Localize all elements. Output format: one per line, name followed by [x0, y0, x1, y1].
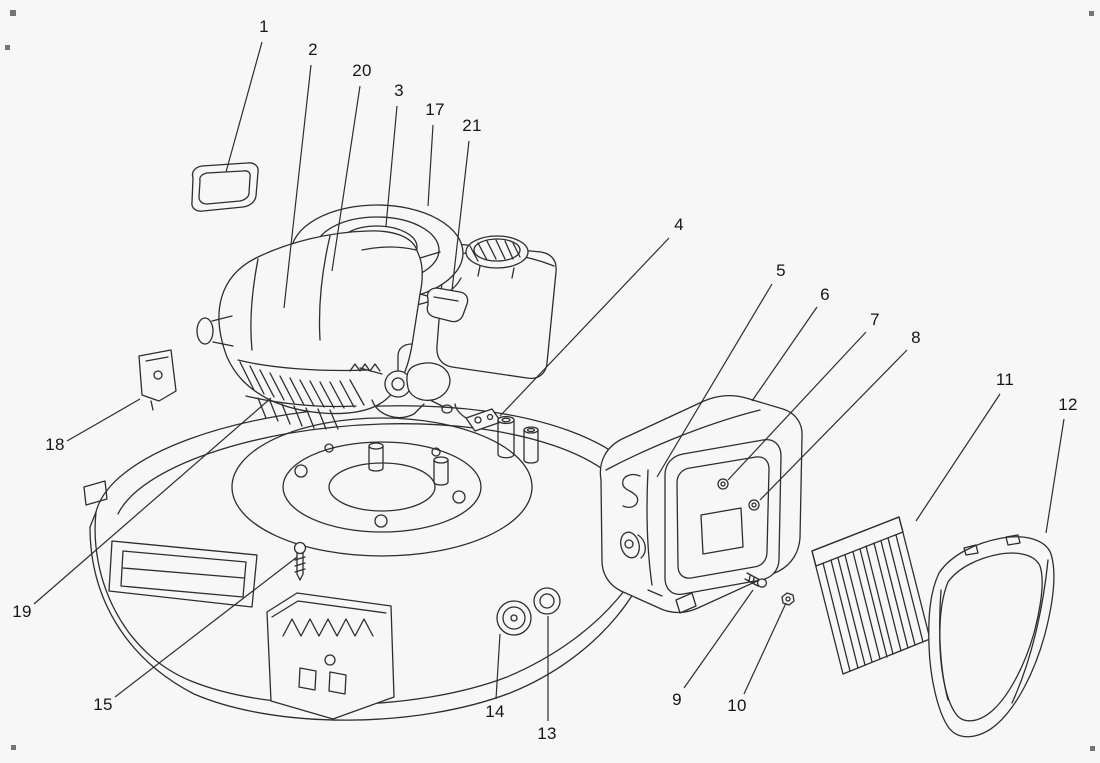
- screw-hole-upper: [717, 478, 729, 490]
- callout-label-21: 21: [462, 116, 482, 135]
- air-cleaner-base: [599, 394, 803, 614]
- mounting-posts: [368, 415, 539, 486]
- deck-screw: [293, 541, 307, 581]
- callout-label-11: 11: [995, 370, 1015, 389]
- scan-marks: [5, 10, 1095, 751]
- oil-fill-plug: [496, 600, 532, 636]
- deck-front-bumper: [266, 592, 395, 720]
- throttle-plate: [426, 287, 469, 323]
- callout-line-21: [451, 140, 470, 291]
- callout-line-3: [385, 105, 398, 227]
- washer-ring: [533, 587, 561, 615]
- cooling-fins: [237, 359, 369, 430]
- callout-line-15: [114, 556, 298, 698]
- callout-label-3: 3: [394, 81, 404, 100]
- carburetor: [349, 343, 453, 419]
- callout-line-8: [759, 349, 908, 501]
- callout-label-19: 19: [12, 602, 32, 621]
- callout-line-11: [915, 393, 1001, 522]
- intake-snout: [196, 315, 234, 347]
- callout-line-18: [66, 398, 141, 442]
- callout-label-1: 1: [259, 17, 269, 36]
- callout-label-10: 10: [727, 696, 747, 715]
- deck-vent-panel: [108, 540, 258, 608]
- callout-label-20: 20: [352, 61, 372, 80]
- air-cleaner-cover: [928, 534, 1055, 738]
- engine-group: [196, 204, 557, 432]
- callout-line-10: [743, 602, 787, 695]
- engine-shroud: [218, 230, 443, 415]
- deck-ring-middle: [282, 441, 482, 533]
- screw-hole-lower: [748, 499, 760, 511]
- callout-label-18: 18: [45, 435, 65, 454]
- callout-label-17: 17: [425, 100, 445, 119]
- callout-line-5: [656, 283, 773, 478]
- callout-label-4: 4: [674, 215, 684, 234]
- hex-nut: [781, 592, 795, 606]
- fuel-cap: [465, 235, 529, 269]
- deck-ring-inner: [328, 462, 436, 512]
- callout-line-17: [427, 124, 434, 207]
- callout-label-14: 14: [485, 702, 505, 721]
- callout-line-7: [727, 331, 867, 481]
- callout-label-5: 5: [776, 261, 786, 280]
- callout-label-9: 9: [672, 690, 682, 709]
- deck-skirt: [89, 521, 657, 721]
- name-plate: [191, 162, 259, 212]
- callout-line-4: [499, 237, 670, 417]
- callout-label-2: 2: [308, 40, 318, 59]
- callout-label-12: 12: [1058, 395, 1078, 414]
- callout-line-14: [495, 633, 501, 700]
- height-adjuster-bracket: [138, 349, 177, 411]
- callout-line-6: [751, 306, 818, 402]
- deck-inner-rim: [117, 423, 635, 515]
- callout-line-2: [283, 64, 312, 309]
- s-mark: [622, 473, 641, 508]
- callout-line-1: [225, 41, 263, 173]
- callout-label-6: 6: [820, 285, 830, 304]
- callout-label-8: 8: [911, 328, 921, 347]
- callout-line-9: [683, 589, 754, 689]
- callout-line-20: [331, 85, 361, 272]
- stud-bolt: [744, 572, 768, 588]
- deck-left-tab: [83, 480, 108, 506]
- callout-label-15: 15: [93, 695, 113, 714]
- deck-ring-outer: [231, 417, 533, 557]
- intake-elbow: [620, 531, 640, 559]
- callout-line-12: [1045, 418, 1065, 534]
- callout-line-19: [33, 397, 272, 605]
- filter-pleats: [822, 534, 924, 672]
- callout-label-13: 13: [537, 724, 557, 743]
- callout-label-7: 7: [870, 310, 880, 329]
